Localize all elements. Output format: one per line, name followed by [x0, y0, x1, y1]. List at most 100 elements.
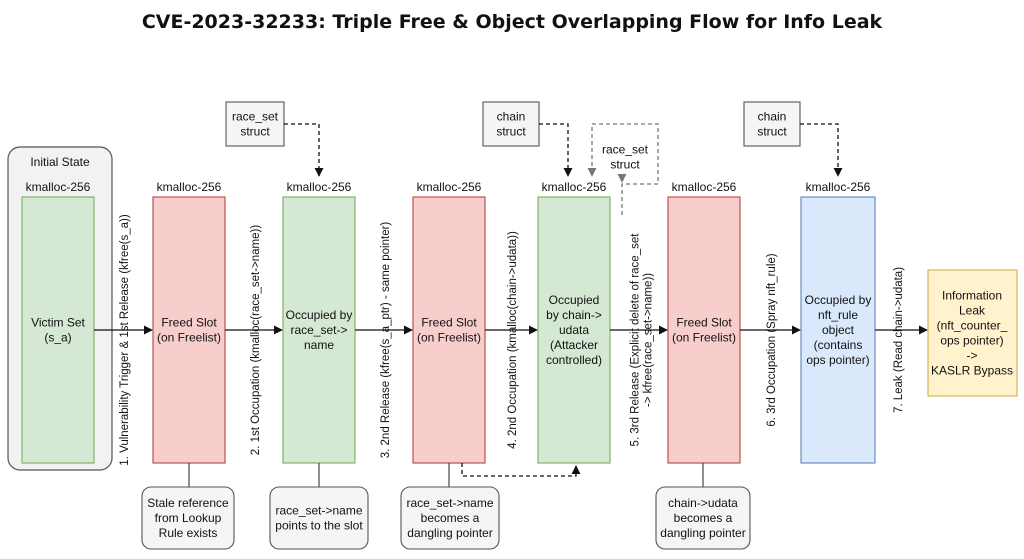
- step-label-line: 2. 1st Occupation (kmalloc(race_set->nam…: [250, 225, 262, 456]
- step-label-line: 6. 3rd Occupation (Spray nft_rule): [766, 253, 778, 426]
- note-2: [269, 486, 369, 550]
- slot-freed2-text-line: (on Freelist): [417, 331, 481, 345]
- slot-freed3-text: Freed Slot(on Freelist): [672, 316, 736, 345]
- step-label-line: 1. Vulnerability Trigger & 1st Release (…: [119, 214, 131, 466]
- slot-occ2-text-line: (Attacker: [550, 338, 598, 352]
- slot-victim-text: Victim Set(s_a): [31, 316, 85, 345]
- step-label-line: 4. 2nd Occupation (kmalloc(chain->udata)…: [507, 231, 519, 449]
- step-label-line: 3. 2nd Release (kfree(s_a_ptr) - same po…: [380, 222, 392, 459]
- slot-freed3-text-line: Freed Slot: [676, 316, 732, 330]
- note-1: [141, 486, 235, 550]
- slot-victim-text-line: Victim Set: [31, 316, 85, 330]
- struct-box-1-text-line: struct: [240, 125, 270, 139]
- step-3-label: 3. 2nd Release (kfree(s_a_ptr) - same po…: [380, 222, 392, 459]
- slot-occ3-text-line: nft_rule: [818, 308, 858, 322]
- struct-box-2-text-line: struct: [496, 125, 526, 139]
- struct-box-2: [482, 101, 540, 147]
- step-7-label: 7. Leak (Read chain->udata): [893, 267, 905, 413]
- note-4-text-line: becomes a: [674, 511, 733, 525]
- struct-box-4-text-line: struct: [757, 125, 787, 139]
- step-2-label: 2. 1st Occupation (kmalloc(race_set->nam…: [250, 225, 262, 456]
- slot-occ3: [800, 196, 876, 464]
- slot-occ2-text-line: udata: [559, 323, 589, 337]
- slot-occ1: [282, 196, 356, 464]
- step-1-label: 1. Vulnerability Trigger & 1st Release (…: [119, 214, 131, 466]
- slot-cache-label: kmalloc-256: [542, 180, 607, 194]
- slot-freed1: [152, 196, 226, 464]
- leak-box-text-line: ->: [966, 349, 977, 363]
- diagram-title: CVE-2023-32233: Triple Free & Object Ove…: [142, 11, 883, 33]
- struct-box-3-text-line: struct: [610, 158, 640, 172]
- slot-cache-label: kmalloc-256: [26, 180, 91, 194]
- dangling-connector: [461, 463, 581, 477]
- leak-box: [927, 269, 1018, 397]
- connectors-layer: [94, 123, 928, 477]
- slot-freed2-text: Freed Slot(on Freelist): [417, 316, 481, 345]
- slot-freed3-text-line: (on Freelist): [672, 331, 736, 345]
- struct-connector-1: [284, 123, 324, 177]
- slot-freed2: [412, 196, 486, 464]
- slot-victim: [21, 196, 95, 464]
- note-1-text-line: Rule exists: [159, 526, 218, 540]
- slot-victim-text-line: (s_a): [44, 331, 71, 345]
- leak-box-text-line: Information: [942, 289, 1002, 303]
- slot-occ2-text-line: Occupied: [549, 293, 600, 307]
- note-4-text-line: chain->udata: [668, 496, 738, 510]
- note-1-text-line: from Lookup: [155, 511, 222, 525]
- leak-box-text-line: KASLR Bypass: [931, 364, 1013, 378]
- struct-box-4: [743, 101, 801, 147]
- slot-occ2-text-line: controlled): [546, 353, 602, 367]
- leak-box-text-line: ops pointer): [940, 334, 1003, 348]
- struct-box-4-text-line: chain: [758, 110, 787, 124]
- leak-box-text-line: (nft_counter_: [937, 319, 1008, 333]
- slot-occ2-text-line: by chain->: [546, 308, 602, 322]
- note-2-text-line: race_set->name: [275, 504, 362, 518]
- slot-cache-label: kmalloc-256: [806, 180, 871, 194]
- slot-freed1-text: Freed Slot(on Freelist): [157, 316, 221, 345]
- slot-cache-label: kmalloc-256: [157, 180, 222, 194]
- step-4-label: 4. 2nd Occupation (kmalloc(chain->udata)…: [507, 231, 519, 449]
- slot-freed1-text-line: Freed Slot: [161, 316, 217, 330]
- step-label-line: 5. 3rd Release (Explicit delete of race_…: [630, 233, 642, 447]
- struct-connector-2: [539, 123, 573, 177]
- slot-cache-label: kmalloc-256: [287, 180, 352, 194]
- note-3-text-line: dangling pointer: [407, 526, 492, 540]
- struct-box-2-text-line: chain: [497, 110, 526, 124]
- struct-box-1-text-line: race_set: [232, 110, 279, 124]
- step-6-label: 6. 3rd Occupation (Spray nft_rule): [766, 253, 778, 426]
- note-2-text-line: points to the slot: [275, 519, 363, 533]
- step-label-line: 7. Leak (Read chain->udata): [893, 267, 905, 413]
- steps-layer: 1. Vulnerability Trigger & 1st Release (…: [119, 214, 905, 466]
- note-3-text-line: race_set->name: [406, 496, 493, 510]
- slot-occ1-text-line: Occupied by: [286, 308, 353, 322]
- note-4: [655, 486, 751, 550]
- slot-occ2: [537, 196, 611, 464]
- note-3: [400, 486, 500, 550]
- step-5-label: 5. 3rd Release (Explicit delete of race_…: [630, 233, 655, 447]
- struct-connector-4: [800, 123, 843, 177]
- struct-box-1: [225, 101, 285, 147]
- slot-occ3-text-line: (contains: [814, 338, 863, 352]
- slot-occ1-text-line: name: [304, 338, 334, 352]
- slot-occ1-text-line: race_set->: [290, 323, 347, 337]
- slot-freed1-text-line: (on Freelist): [157, 331, 221, 345]
- initial-state-label: Initial State: [30, 155, 90, 169]
- struct-box-3-text-line: race_set: [602, 143, 649, 157]
- slot-occ3-text-line: ops pointer): [806, 353, 869, 367]
